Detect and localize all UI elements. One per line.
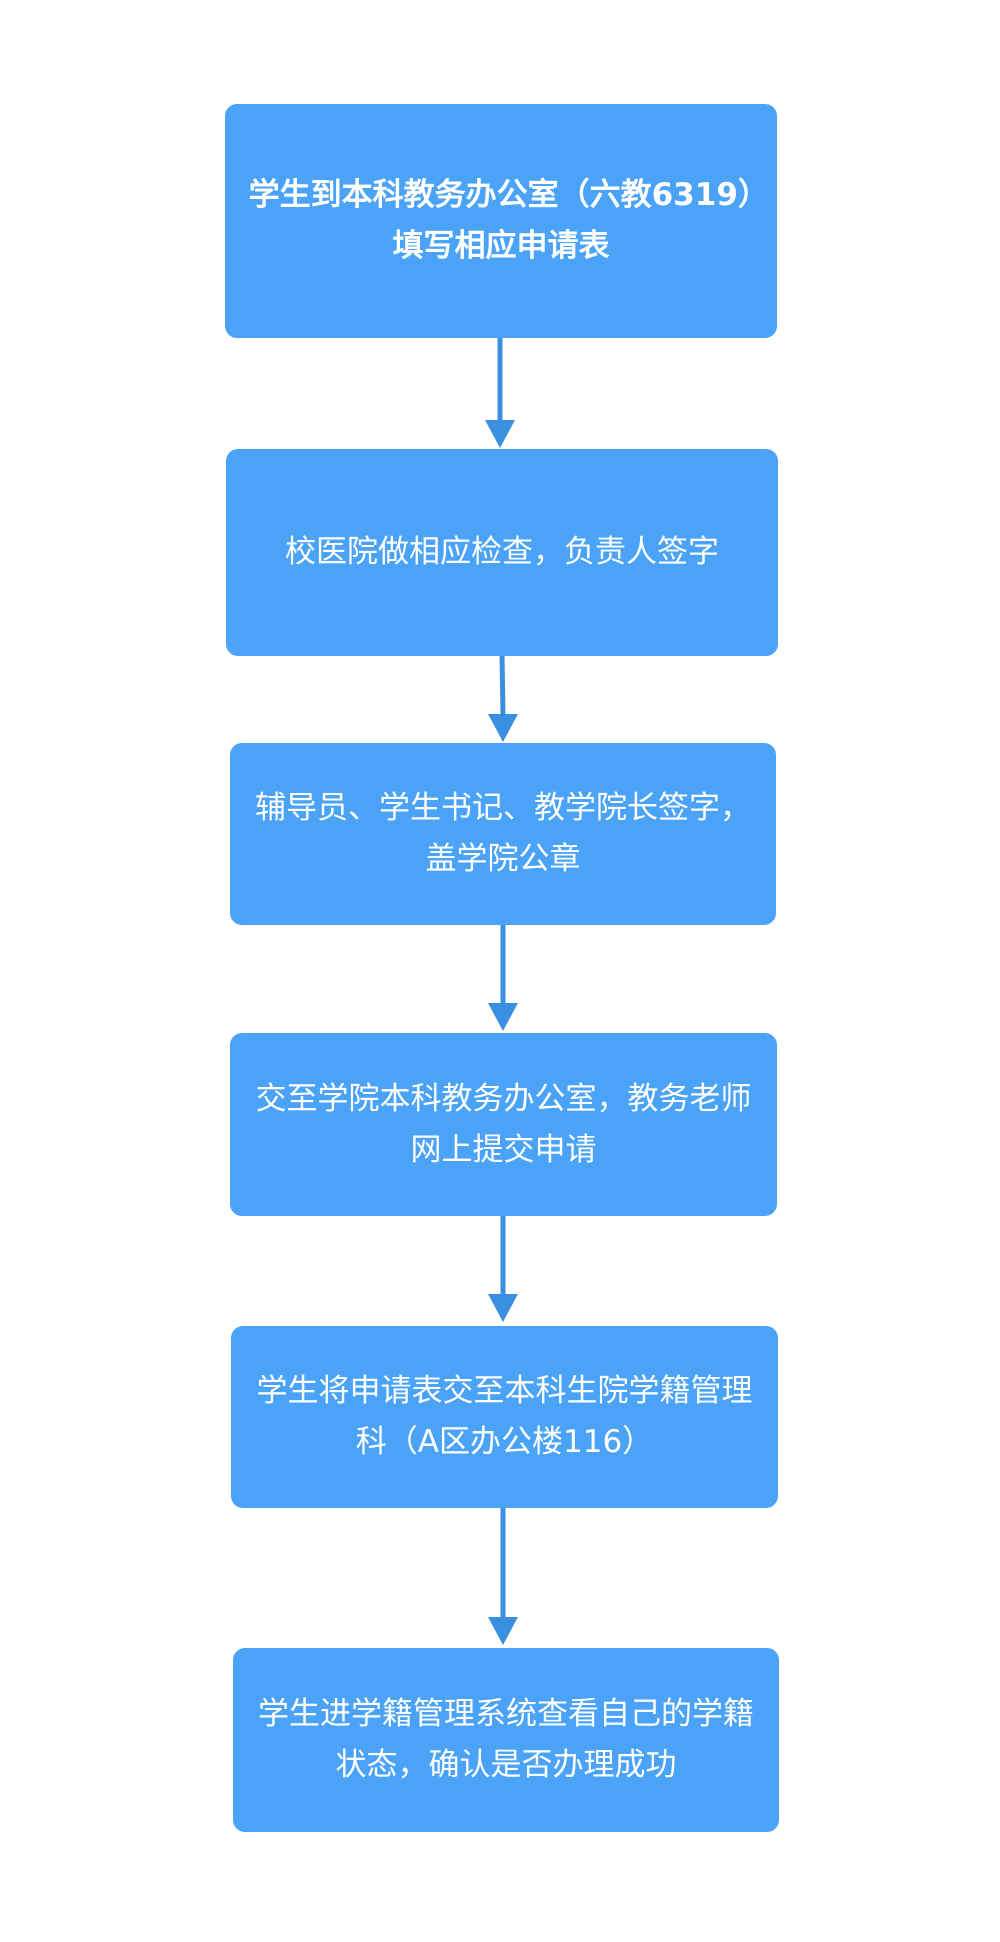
step-6-check-status: 学生进学籍管理系统查看自己的学籍状态，确认是否办理成功 <box>233 1648 779 1832</box>
step-5-text: 学生将申请表交至本科生院学籍管理科（A区办公楼116） <box>256 1373 753 1460</box>
step-4-submit-online: 交至学院本科教务办公室，教务老师网上提交申请 <box>230 1033 777 1216</box>
step-2-medical-check: 校医院做相应检查，负责人签字 <box>226 449 778 656</box>
step-2-text: 校医院做相应检查，负责人签字 <box>285 534 719 570</box>
arrow-1 <box>485 338 515 448</box>
step-5-deliver-form: 学生将申请表交至本科生院学籍管理科（A区办公楼116） <box>231 1326 778 1508</box>
arrow-4 <box>488 1216 518 1322</box>
arrow-2 <box>488 655 518 742</box>
step-1-fill-application: 学生到本科教务办公室（六教6319）填写相应申请表 <box>225 104 777 338</box>
step-4-text: 交至学院本科教务办公室，教务老师网上提交申请 <box>255 1080 752 1168</box>
arrow-3 <box>488 925 518 1031</box>
step-6-text: 学生进学籍管理系统查看自己的学籍状态，确认是否办理成功 <box>258 1696 754 1783</box>
arrow-5 <box>488 1508 518 1645</box>
step-3-text: 辅导员、学生书记、教学院长签字，盖学院公章 <box>255 790 751 877</box>
step-3-signatures: 辅导员、学生书记、教学院长签字，盖学院公章 <box>230 743 776 925</box>
step-1-text: 学生到本科教务办公室（六教6319）填写相应申请表 <box>248 177 754 264</box>
